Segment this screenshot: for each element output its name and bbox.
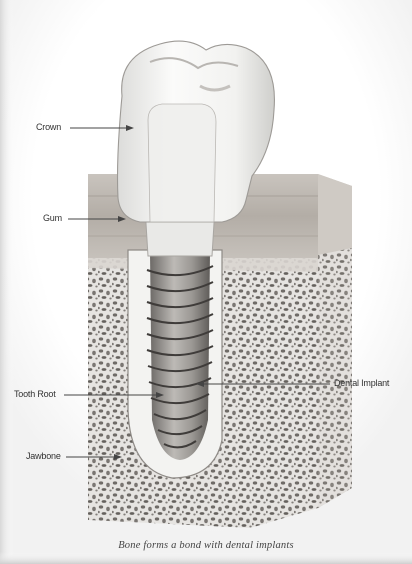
crown-inner [148, 104, 216, 222]
label-crown: Crown [36, 122, 61, 132]
label-gum: Gum [43, 213, 62, 223]
figure-caption: Bone forms a bond with dental implants [0, 540, 412, 551]
label-jawbone: Jawbone [26, 451, 61, 461]
label-dental-implant: Dental Implant [334, 378, 389, 388]
label-tooth-root: Tooth Root [14, 389, 56, 399]
